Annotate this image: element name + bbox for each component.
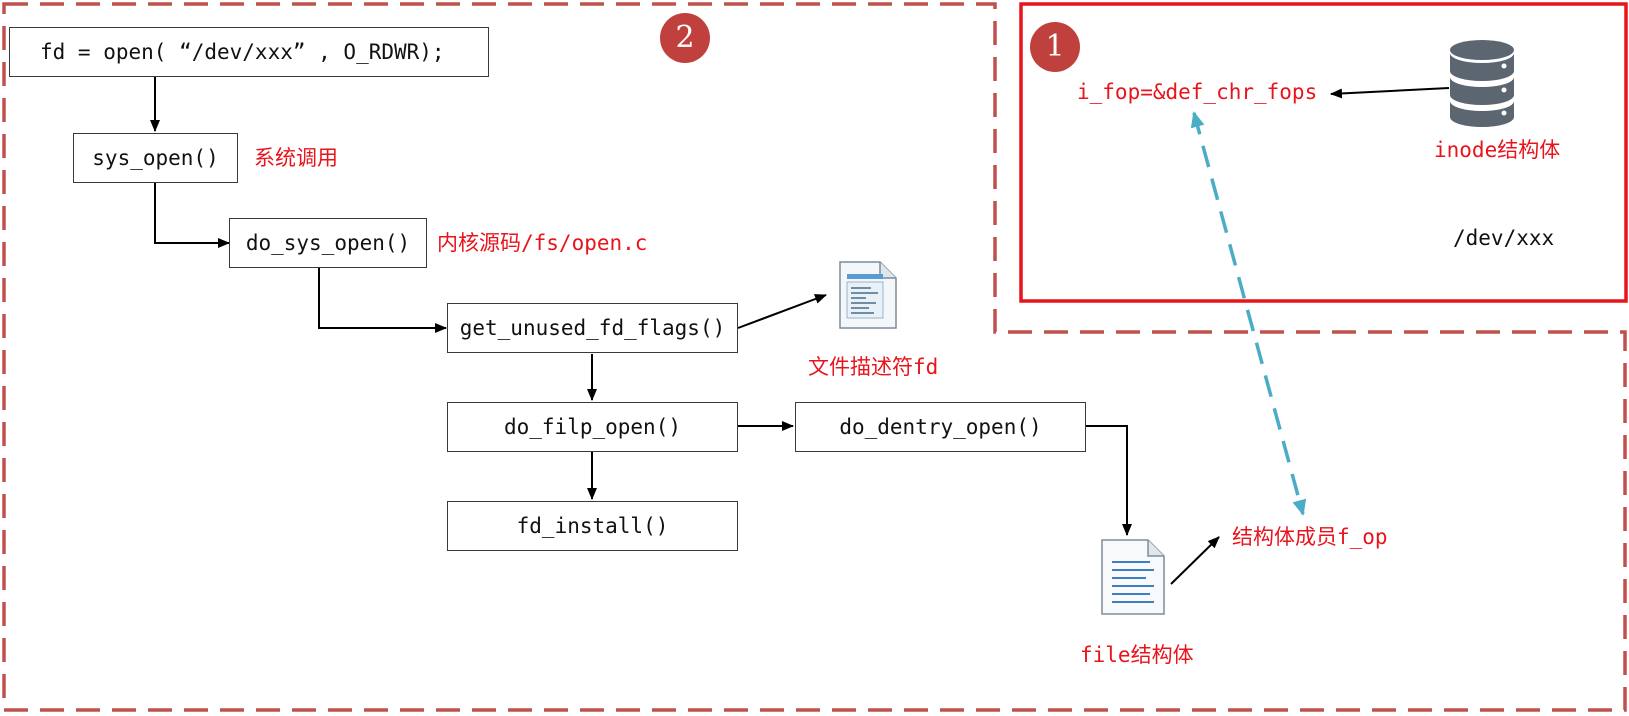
sys-open-box: sys_open(): [73, 133, 238, 183]
fd-descriptor-label: 文件描述符fd: [808, 355, 939, 379]
get-unused-fd-flags-box: get_unused_fd_flags(): [447, 303, 738, 353]
arrow-file-to-f-op: [1170, 536, 1220, 585]
arrow-inode-to-i-fop: [1330, 87, 1450, 99]
do-filp-open-box: do_filp_open(): [447, 402, 738, 452]
arrow-sys-open-to-do-sys-open: [154, 183, 230, 248]
descriptor-document-icon: [839, 261, 897, 329]
file-struct-label: file结构体: [1080, 643, 1194, 667]
syscall-label: 系统调用: [254, 146, 338, 170]
kernel-source-label: 内核源码/fs/open.c: [437, 231, 648, 255]
f-op-member-label: 结构体成员f_op: [1232, 525, 1388, 549]
do-dentry-open-box: do_dentry_open(): [795, 402, 1086, 452]
arrow-get-unused-to-descriptor: [737, 294, 827, 329]
arrow-do-dentry-open-to-file: [1086, 425, 1132, 536]
file-document-icon: [1101, 539, 1165, 615]
open-call-box: fd = open( “/dev/xxx” , O_RDWR);: [9, 27, 489, 77]
dev-path-label: /dev/xxx: [1453, 226, 1555, 250]
inode-struct-label: inode结构体: [1434, 138, 1561, 162]
database-icon: [1450, 40, 1514, 127]
inode-frame: [1019, 2, 1628, 303]
i-fop-label: i_fop=&def_chr_fops: [1077, 80, 1318, 104]
badge-one: 1: [1030, 22, 1080, 72]
f-op-i-fop-link: [1190, 111, 1307, 516]
fd-install-box: fd_install(): [447, 501, 738, 551]
badge-two: 2: [660, 13, 710, 63]
do-sys-open-box: do_sys_open(): [229, 218, 427, 268]
arrow-do-sys-open-to-get-unused: [318, 268, 447, 333]
